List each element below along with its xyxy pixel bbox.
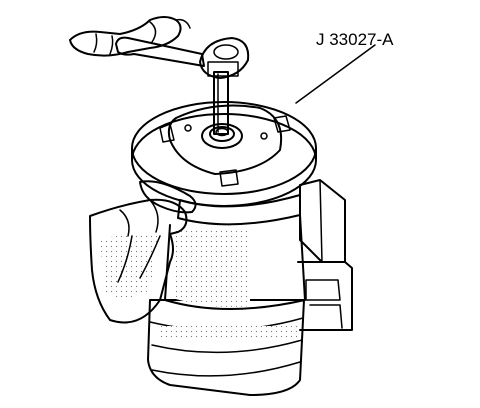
callout-leader-line (295, 44, 376, 104)
drive-plate (131, 101, 317, 207)
hand-top (69, 16, 191, 57)
callout-label: J 33027-A (316, 30, 394, 49)
hand-bottom (89, 180, 197, 324)
special-tool (115, 36, 250, 135)
